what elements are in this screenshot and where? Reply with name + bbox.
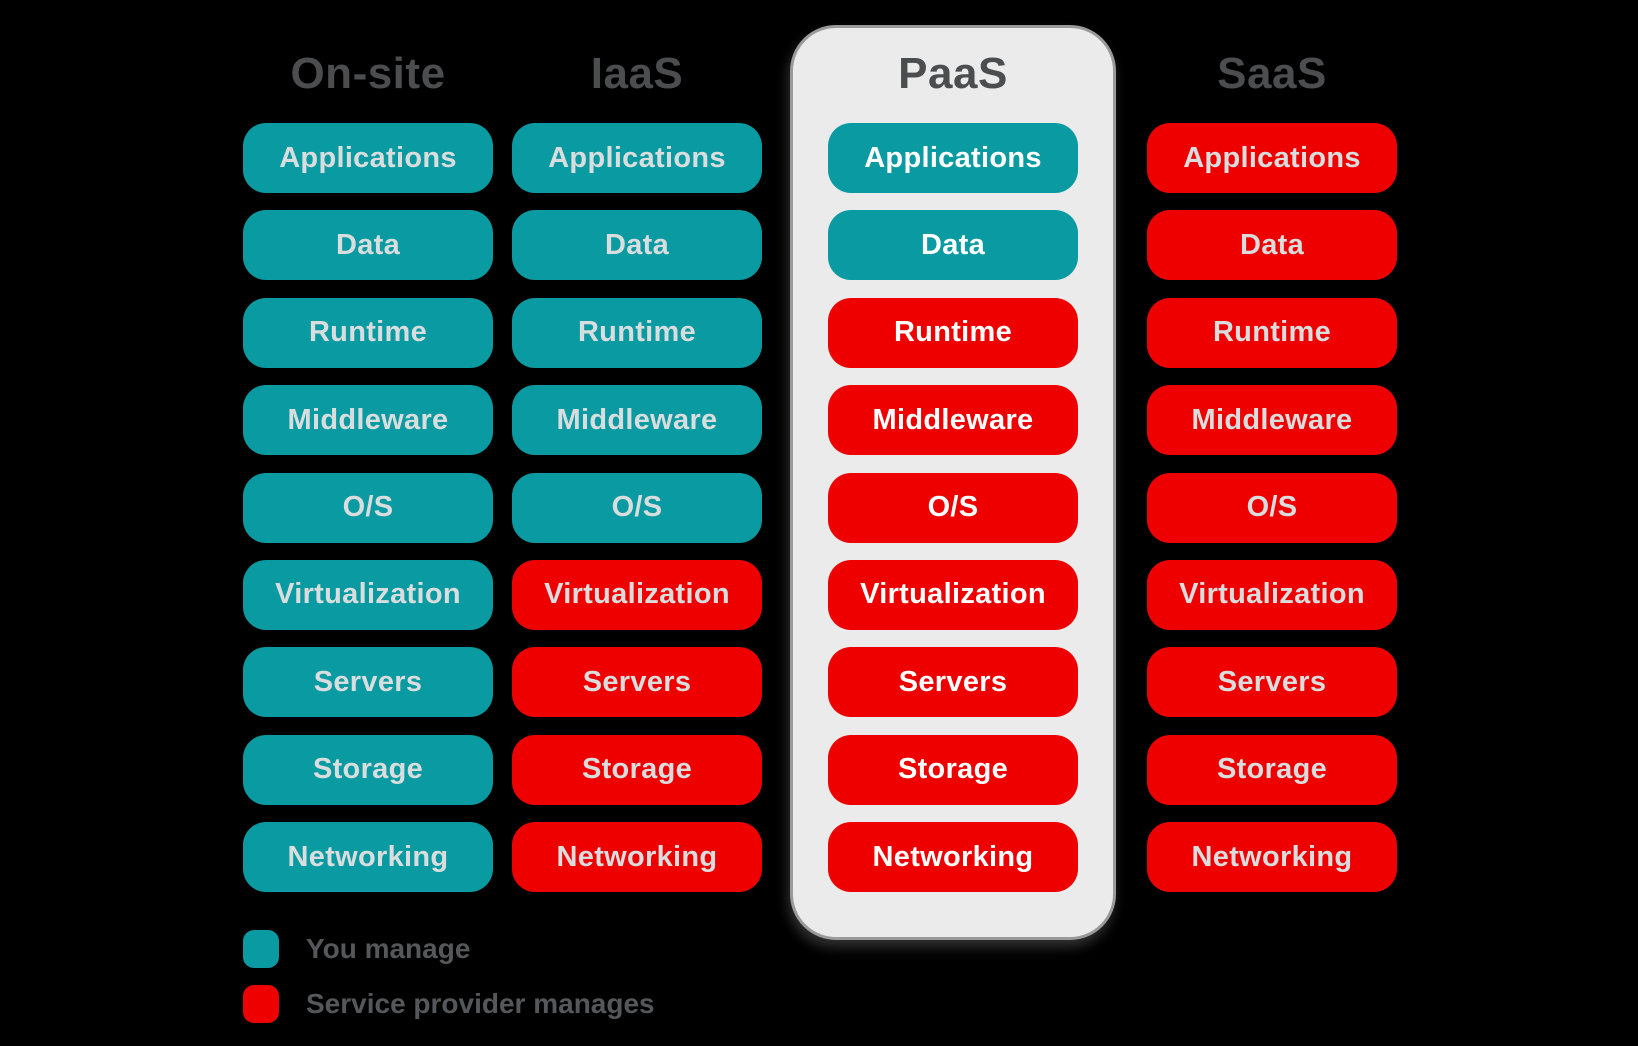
on-site-layer-o-s: O/S bbox=[243, 472, 493, 543]
legend-item-provider: Service provider manages bbox=[243, 985, 655, 1023]
paas-layer-data: Data bbox=[828, 210, 1078, 281]
column-header-on-site: On-site bbox=[290, 49, 446, 98]
column-header-iaas: IaaS bbox=[590, 49, 684, 98]
on-site-layer-servers: Servers bbox=[243, 647, 493, 718]
iaas-layer-applications: Applications bbox=[512, 123, 762, 193]
iaas-layer-runtime: Runtime bbox=[512, 297, 762, 368]
paas-layer-runtime: Runtime bbox=[828, 297, 1078, 368]
iaas-layer-networking: Networking bbox=[512, 822, 762, 893]
iaas-layer-servers: Servers bbox=[512, 647, 762, 718]
on-site-layer-virtualization: Virtualization bbox=[243, 559, 493, 630]
saas-layer-middleware: Middleware bbox=[1147, 385, 1397, 456]
saas-layer-applications: Applications bbox=[1147, 123, 1397, 193]
paas-layer-applications: Applications bbox=[828, 123, 1078, 193]
saas-layer-storage: Storage bbox=[1147, 734, 1397, 805]
legend-swatch-you bbox=[243, 930, 279, 968]
iaas-layer-middleware: Middleware bbox=[512, 385, 762, 456]
on-site-layer-data: Data bbox=[243, 210, 493, 281]
column-header-paas: PaaS bbox=[898, 49, 1008, 98]
saas-layer-runtime: Runtime bbox=[1147, 297, 1397, 368]
on-site-layer-runtime: Runtime bbox=[243, 297, 493, 368]
paas-layer-storage: Storage bbox=[828, 734, 1078, 805]
saas-layer-data: Data bbox=[1147, 210, 1397, 281]
iaas-layer-o-s: O/S bbox=[512, 472, 762, 543]
paas-layer-o-s: O/S bbox=[828, 472, 1078, 543]
saas-layer-virtualization: Virtualization bbox=[1147, 559, 1397, 630]
legend-item-you: You manage bbox=[243, 930, 470, 968]
saas-layer-networking: Networking bbox=[1147, 822, 1397, 893]
on-site-layer-applications: Applications bbox=[243, 123, 493, 193]
paas-layer-networking: Networking bbox=[828, 822, 1078, 893]
on-site-layer-storage: Storage bbox=[243, 734, 493, 805]
paas-layer-middleware: Middleware bbox=[828, 385, 1078, 456]
on-site-layer-middleware: Middleware bbox=[243, 385, 493, 456]
paas-layer-servers: Servers bbox=[828, 647, 1078, 718]
iaas-layer-storage: Storage bbox=[512, 734, 762, 805]
column-header-saas: SaaS bbox=[1217, 49, 1327, 98]
legend-swatch-provider bbox=[243, 985, 279, 1023]
legend-label-you: You manage bbox=[306, 933, 471, 964]
legend-label-provider: Service provider manages bbox=[306, 988, 655, 1019]
saas-layer-o-s: O/S bbox=[1147, 472, 1397, 543]
saas-layer-servers: Servers bbox=[1147, 647, 1397, 718]
paas-layer-virtualization: Virtualization bbox=[828, 559, 1078, 630]
iaas-layer-data: Data bbox=[512, 210, 762, 281]
iaas-layer-virtualization: Virtualization bbox=[512, 559, 762, 630]
on-site-layer-networking: Networking bbox=[243, 822, 493, 893]
